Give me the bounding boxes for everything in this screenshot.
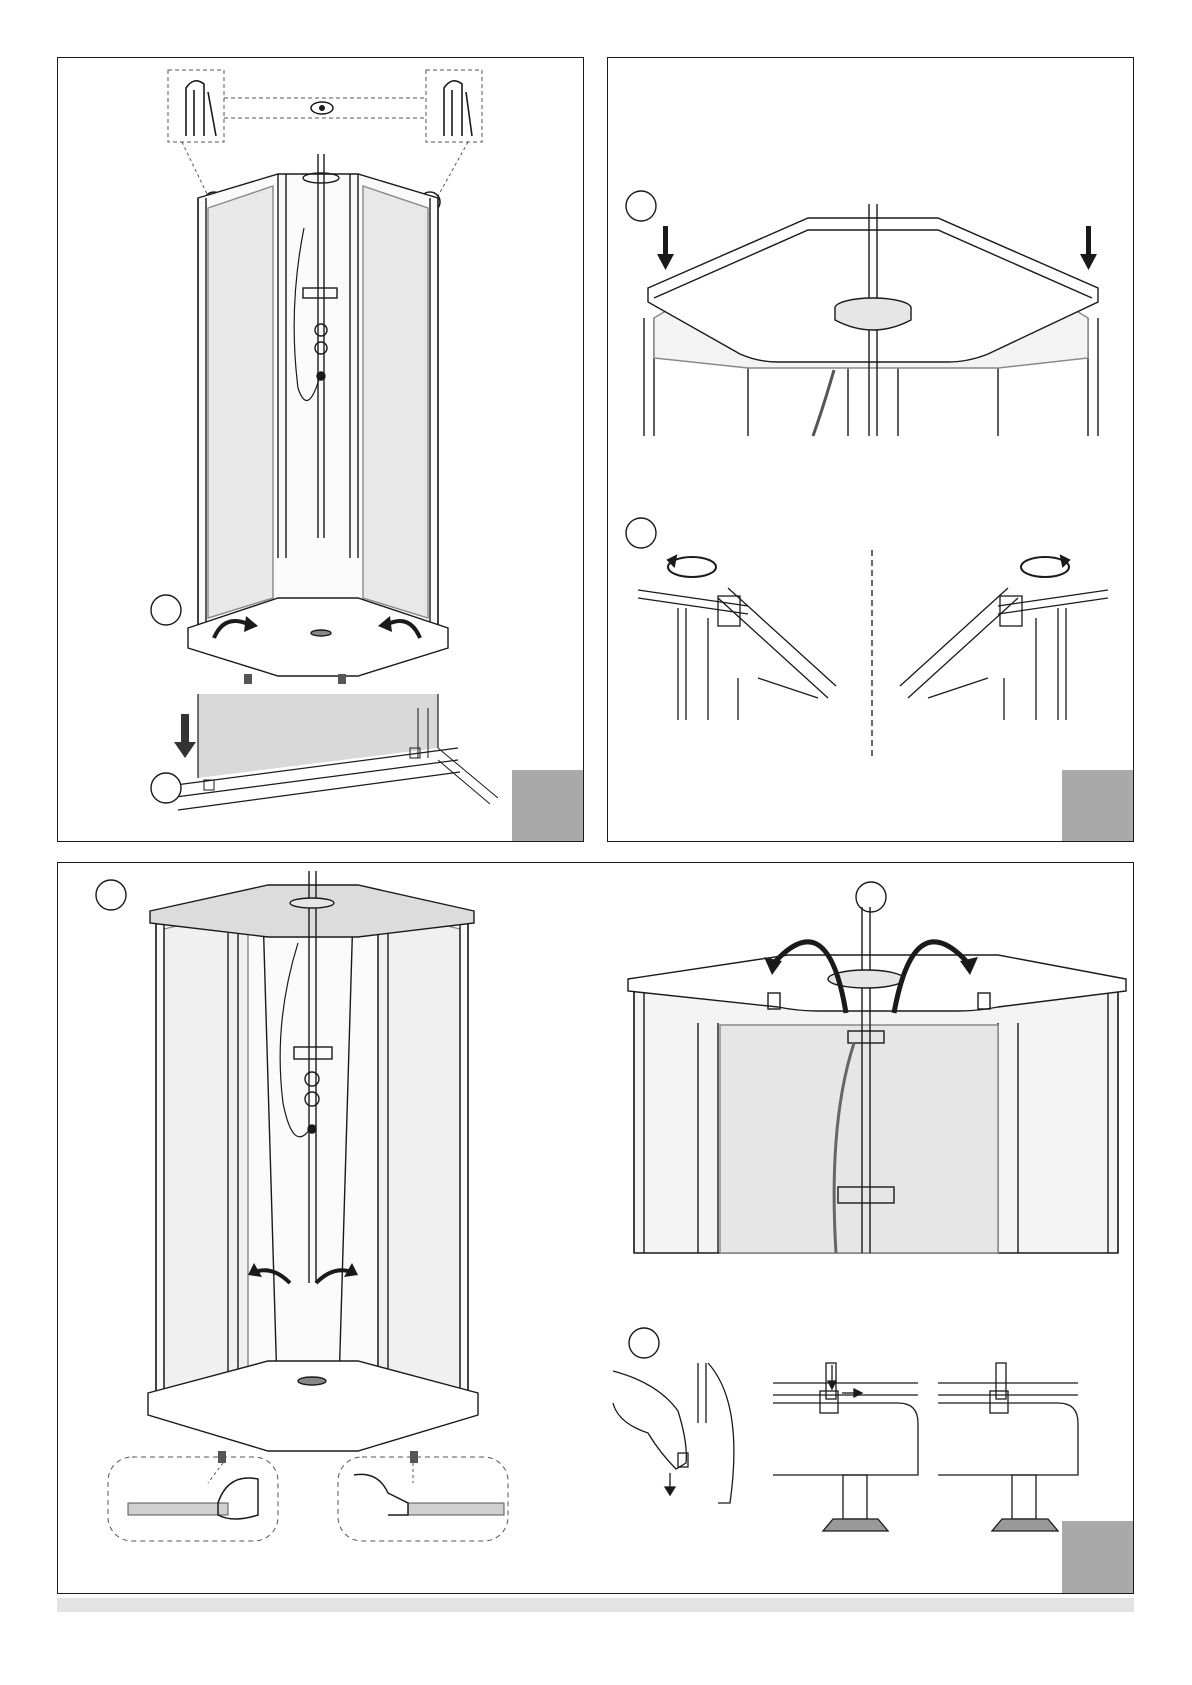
- foot-section-detail-1: [773, 1363, 918, 1531]
- rotate-icon: [1021, 556, 1069, 577]
- step-circle-b: [856, 882, 886, 912]
- arrow-down-icon: [1080, 226, 1097, 270]
- seal-insertion-illustration: [58, 58, 585, 843]
- step-circle-b: [626, 518, 656, 548]
- page-number-tab: [512, 770, 583, 841]
- page-number-tab: [1062, 1521, 1133, 1593]
- step-circle-b: [151, 773, 181, 803]
- panel-door-installation: [57, 862, 1134, 1594]
- arrow-down-icon: [174, 714, 196, 758]
- step-circle-a: [626, 191, 656, 221]
- step-circle-a: [96, 880, 126, 910]
- rotate-icon: [668, 556, 716, 577]
- door-installation-illustration: [58, 863, 1135, 1595]
- page-number-tab: [1062, 770, 1133, 841]
- foot-section-detail-2: [938, 1363, 1078, 1531]
- seal-detail-right: [338, 1457, 508, 1541]
- eye-icon: [311, 102, 333, 114]
- step-circle-a: [151, 595, 181, 625]
- seal-detail-left: [108, 1457, 278, 1541]
- hand-press-detail: [613, 1363, 734, 1503]
- top-frame-illustration: [608, 58, 1135, 843]
- panel-top-frame-fitting: [607, 57, 1134, 842]
- shower-enclosure-drawing: [188, 154, 448, 684]
- footer-bar: [57, 1598, 1134, 1612]
- step-circle-c: [629, 1328, 659, 1358]
- glass-rail-detail: [168, 694, 498, 810]
- panel-glass-seal-insertion: [57, 57, 584, 842]
- arrow-down-icon: [657, 226, 674, 270]
